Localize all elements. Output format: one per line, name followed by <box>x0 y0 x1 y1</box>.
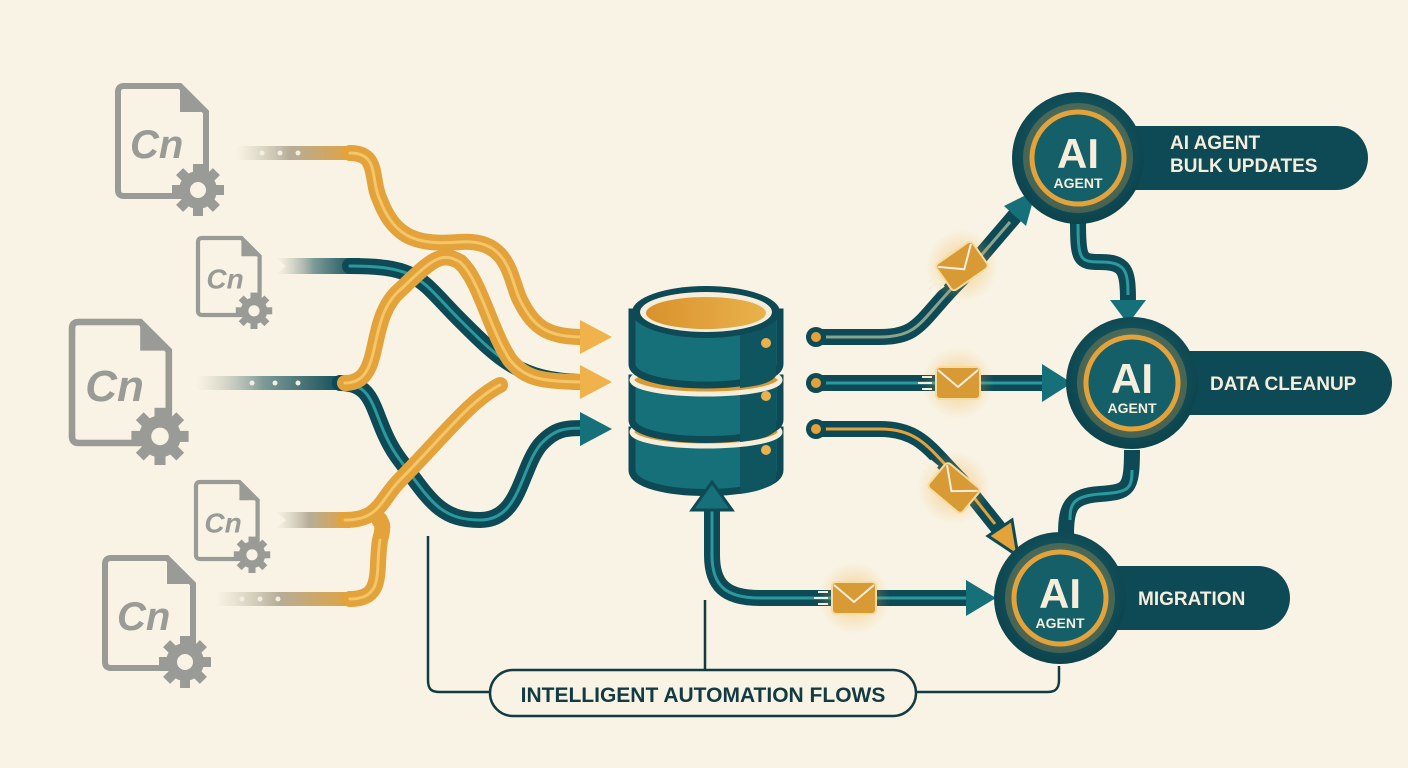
stream-stub-2 <box>276 258 360 274</box>
arrowhead-migration <box>985 517 1021 560</box>
caption-pill <box>488 668 918 718</box>
gear-icon <box>131 407 189 465</box>
caption-text: INTELLIGENT AUTOMATION FLOWS <box>521 684 886 707</box>
agent-label-pill: DATA CLEANUP <box>1152 351 1392 415</box>
cn-glyph: Cn <box>206 263 243 294</box>
agent-label-line1: AI AGENT <box>1170 133 1260 154</box>
arrowhead-gold-2 <box>580 365 612 399</box>
agent-label: DATA CLEANUP <box>1210 374 1357 395</box>
agent-badge-sub: AGENT <box>1054 175 1103 191</box>
cn-document-gear-icon: Cn <box>68 318 189 465</box>
cn-document-gear-icon: Cn <box>193 479 271 573</box>
agent-label-pill: MIGRATION <box>1080 566 1290 630</box>
agent-badge-ai: AI <box>1057 130 1099 177</box>
cn-glyph: Cn <box>85 362 144 411</box>
gear-icon <box>235 292 273 329</box>
cn-glyph: Cn <box>117 595 170 639</box>
envelope-icon <box>918 347 994 419</box>
envelope-icon <box>814 562 890 634</box>
arrowhead-teal-1 <box>580 412 612 446</box>
arrowhead-agent-chain-1 <box>1110 300 1146 324</box>
cn-glyph: Cn <box>204 507 241 538</box>
arrowhead-gold-1 <box>580 320 612 354</box>
gear-icon <box>159 636 211 688</box>
agent-label-line2: BULK UPDATES <box>1170 156 1317 177</box>
arrowhead-data-cleanup <box>1042 364 1072 402</box>
input-streams <box>196 145 612 607</box>
caption-bracket <box>426 536 1061 694</box>
stream-stub-3 <box>196 376 346 390</box>
gear-icon <box>233 536 271 573</box>
stream-stub-4 <box>276 512 350 528</box>
agent-badge-sub: AGENT <box>1108 400 1157 416</box>
arrowhead-feedback-to-database <box>689 479 735 512</box>
cn-document-gear-icon: Cn <box>102 555 211 688</box>
stream-stub-5 <box>216 592 356 606</box>
agent-label: MIGRATION <box>1138 589 1245 610</box>
agent-badge-sub: AGENT <box>1036 615 1085 631</box>
agent-badge-ai: AI <box>1111 355 1153 402</box>
arrowhead-migration-feedback <box>966 580 996 616</box>
gear-icon <box>172 164 224 216</box>
cn-document-gear-icon: Cn <box>195 235 273 329</box>
envelope-icon <box>926 230 998 302</box>
database-icon <box>628 286 784 496</box>
cn-glyph: Cn <box>130 123 183 167</box>
agent-badge-ai: AI <box>1039 570 1081 617</box>
envelope-icon <box>918 452 990 524</box>
cn-document-gear-icon: Cn <box>115 83 224 216</box>
